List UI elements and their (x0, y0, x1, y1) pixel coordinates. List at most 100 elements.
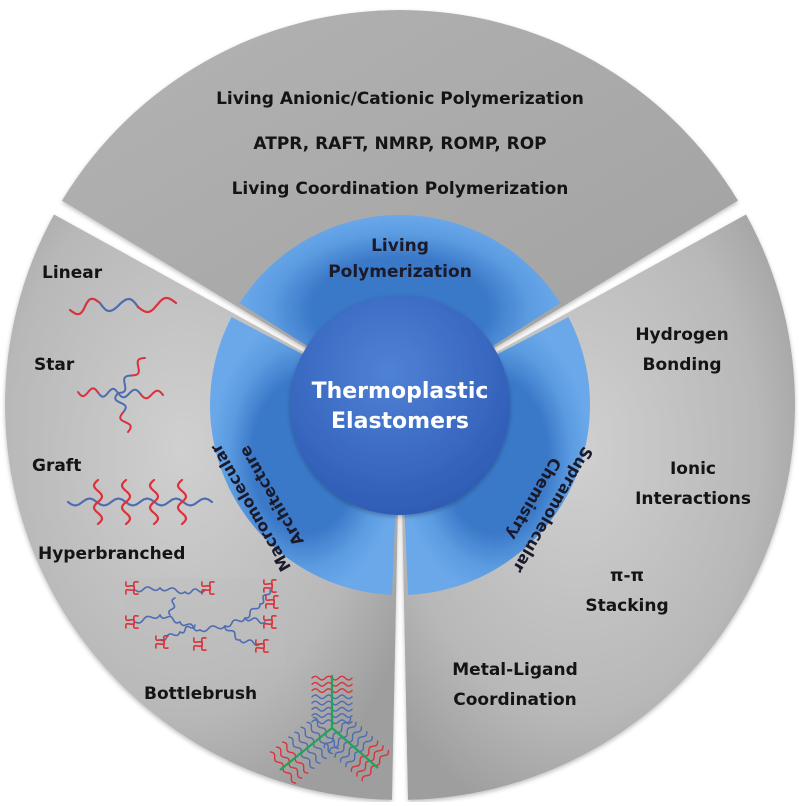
bottlebrush-side-chain (288, 761, 303, 779)
bottlebrush-side-chain (331, 706, 353, 712)
graft-side-chain (120, 478, 132, 526)
star-arm-core (117, 388, 142, 399)
bottlebrush-side-chain (311, 719, 333, 725)
hyperbranched-branch (224, 625, 241, 641)
hyperbranched-branch (244, 617, 266, 625)
center-core (290, 295, 510, 515)
hyperbranched-end-group (155, 635, 169, 649)
bottlebrush-side-chain (331, 694, 353, 700)
bottlebrush-side-chain (331, 700, 353, 706)
bottlebrush-side-chain (374, 749, 390, 767)
hyperbranched-icon-backdrop (125, 578, 285, 668)
supra-item-2-line2: Interactions (635, 489, 751, 509)
hyperbranched-branch (159, 587, 186, 595)
graft-side-chain (176, 478, 188, 526)
linear-polymer-icon (68, 296, 178, 316)
bottlebrush-side-chain (312, 742, 327, 760)
bottlebrush-side-chain (331, 681, 353, 687)
center-title-line1: Thermoplastic (312, 379, 489, 404)
bottlebrush-side-chain (331, 688, 353, 694)
living-item-2: ATPR, RAFT, NMRP, ROMP, ROP (253, 134, 546, 154)
hyperbranched-end-group (201, 581, 215, 595)
supra-item-2-line1: Ionic (670, 459, 716, 479)
bottlebrush-side-chain (282, 741, 296, 759)
ring-label-living-line1: Living (371, 236, 429, 256)
supra-item-4-line1: Metal-Ligand (452, 660, 578, 680)
bottlebrush-side-chain (311, 694, 333, 700)
bottlebrush-side-chain (356, 760, 371, 777)
hyperbranched-branch (179, 624, 196, 634)
hyperbranched-polymer-icon (125, 579, 279, 653)
hyperbranched-end-group (255, 639, 269, 653)
bottlebrush-side-chain (300, 726, 315, 744)
sector-living-polymerization (61, 10, 739, 405)
supra-item-4-line2: Coordination (453, 690, 577, 710)
bottlebrush-side-chain (358, 735, 373, 753)
hyperbranched-branch (168, 597, 176, 616)
bottlebrush-side-chain (311, 700, 333, 706)
ring-label-living-line2: Polymerization (328, 262, 472, 282)
bottlebrush-side-chain (306, 721, 321, 739)
hyperbranched-branch (259, 589, 272, 605)
linear-red-block (136, 296, 178, 314)
bottlebrush-side-chain (275, 746, 290, 764)
hyperbranched-branch (134, 614, 161, 624)
supra-item-3-line1: π-π (610, 566, 644, 586)
architecture-label-graft: Graft (32, 456, 81, 476)
bottlebrush-side-chain (331, 675, 353, 681)
bottlebrush-side-chain (331, 719, 353, 725)
living-item-3: Living Coordination Polymerization (232, 179, 569, 199)
star-arm-core (97, 387, 119, 398)
bottlebrush-side-chain (350, 755, 366, 772)
bottlebrush-side-chain (311, 706, 333, 712)
graft-side-chain (148, 478, 160, 526)
bottlebrush-side-chain (319, 737, 333, 755)
hyperbranched-branch (199, 625, 226, 633)
hyperbranched-branch (244, 603, 261, 619)
bottlebrush-side-chain (347, 726, 363, 743)
hyperbranched-end-group (263, 579, 277, 593)
supra-item-1-line1: Hydrogen (635, 325, 728, 345)
hyperbranched-end-group (193, 637, 207, 651)
bottlebrush-side-chain (334, 741, 349, 758)
bottlebrush-side-chain (369, 745, 384, 762)
bottlebrush-side-chain (288, 736, 303, 754)
bottlebrush-side-chain (361, 764, 376, 782)
hyperbranched-branch (224, 617, 246, 628)
living-item-1: Living Anionic/Cationic Polymerization (216, 89, 584, 109)
bottlebrush-side-chain (311, 688, 333, 694)
architecture-label-star: Star (34, 355, 75, 375)
star-arm-core (117, 374, 133, 394)
hyperbranched-branch (179, 621, 201, 632)
star-arm-end (139, 389, 164, 400)
hyperbranched-end-group (263, 615, 277, 629)
bottlebrush-side-chain (336, 716, 352, 734)
supra-item-3-line2: Stacking (585, 596, 668, 616)
hyperbranched-end-group (125, 581, 139, 595)
hyperbranched-end-group (125, 615, 139, 629)
star-polymer-icon (77, 357, 164, 433)
star-arm-end (119, 411, 132, 433)
bottlebrush-side-chain (282, 766, 297, 784)
bottlebrush-side-chain (300, 752, 315, 769)
architecture-label-hyperbranched: Hyperbranched (38, 544, 185, 564)
graft-polymer-icon (66, 478, 214, 526)
star-arm-end (77, 387, 99, 398)
hyperbranched-branch (239, 639, 261, 647)
bottlebrush-side-chain (339, 746, 355, 763)
graft-backbone (66, 497, 214, 507)
graft-side-chain (92, 478, 104, 526)
bottlebrush-side-chain (311, 712, 333, 718)
hyperbranched-end-group (265, 595, 279, 609)
architecture-label-bottlebrush: Bottlebrush (144, 684, 257, 704)
bottlebrush-side-chain (363, 740, 379, 757)
bottlebrush-backbone (331, 727, 379, 769)
bottlebrush-side-chain (345, 750, 360, 768)
bottlebrush-side-chain (331, 712, 353, 718)
bottlebrush-side-chain (352, 731, 368, 748)
supra-item-1-line2: Bonding (642, 355, 721, 375)
star-arm-end (130, 357, 146, 377)
hyperbranched-branch (134, 586, 161, 593)
